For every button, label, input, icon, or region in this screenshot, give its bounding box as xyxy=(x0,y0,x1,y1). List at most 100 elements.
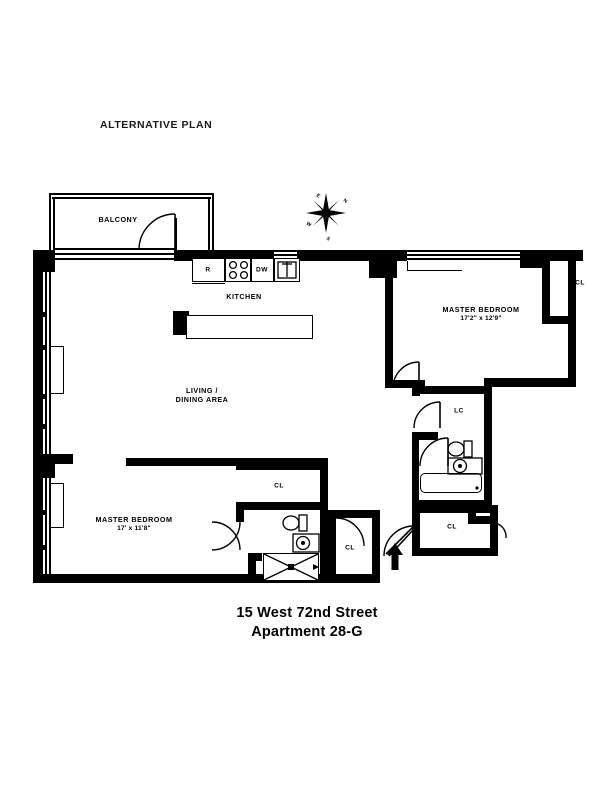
master-bedroom-2-label-text: MASTER BEDROOM xyxy=(95,515,173,524)
wall-cl-entry-bottom xyxy=(328,574,380,583)
refrigerator-label: R xyxy=(205,266,211,274)
window-west-lower-b xyxy=(45,478,47,574)
wall-cl-bedroom1-bottom xyxy=(542,316,576,324)
cl-right-door-icon xyxy=(497,523,507,539)
window-mullion-1 xyxy=(41,312,45,317)
master-bedroom-2-dimensions: 17' x 11'8" xyxy=(117,525,151,532)
wall-bath2-left-upper xyxy=(236,508,244,522)
wall-lc-top xyxy=(412,386,492,394)
master-bedroom-1-label-text: MASTER BEDROOM xyxy=(442,305,520,314)
room-label-master-bedroom-1: MASTER BEDROOM 17'2" x 12'9" xyxy=(443,305,520,323)
window-north-bedroom1-a xyxy=(407,250,520,252)
window-west-lower-c xyxy=(49,478,51,574)
balcony-sill-inner xyxy=(53,253,175,255)
closet-label-cl-entry: CL xyxy=(345,544,355,552)
toilet-icon-bath2 xyxy=(282,514,308,532)
wall-west-upper xyxy=(33,272,41,454)
balcony-door-jamb xyxy=(175,218,177,252)
wall-cl-bedroom2top-right xyxy=(320,458,328,510)
wall-bath2-right xyxy=(320,510,328,582)
window-west-lower-recess-top xyxy=(50,483,64,485)
wall-north-kitchen xyxy=(174,250,274,261)
wall-bedroom1-east xyxy=(568,261,576,387)
wall-cl-bedroom1-left xyxy=(542,258,550,322)
svg-text:N: N xyxy=(342,198,349,205)
closet-label-bedroom1-right: CL xyxy=(575,279,585,287)
wall-south-main xyxy=(33,574,251,583)
dishwasher-icon xyxy=(251,258,274,282)
kitchen-sink-icon xyxy=(274,258,300,282)
entry-door-icon xyxy=(383,525,415,557)
wall-west-mid-pier xyxy=(33,454,55,478)
room-label-master-bedroom-2: MASTER BEDROOM 17' x 11'8" xyxy=(96,515,173,533)
closet-label-bedroom2-hall: CL xyxy=(447,523,457,531)
entry-arrow-icon xyxy=(387,543,403,570)
window-west-upper-c xyxy=(49,272,51,454)
lc-closet-door-icon xyxy=(413,401,441,429)
apartment-number: Apartment 28-G xyxy=(251,624,363,640)
living-label-text: LIVING / xyxy=(186,386,218,395)
window-north-sink xyxy=(274,250,297,252)
room-label-balcony: BALCONY xyxy=(98,215,137,224)
wall-bath1-left xyxy=(412,432,419,508)
kitchen-label-text: KITCHEN xyxy=(226,292,262,301)
bathtub-icon xyxy=(420,473,482,493)
balcony-wall-left-inner xyxy=(53,197,55,252)
cl-entry-door-icon xyxy=(335,517,365,547)
living-partition-block xyxy=(173,311,189,335)
balcony-wall-right xyxy=(212,193,214,250)
bathroom-sink-icon-bath2 xyxy=(292,533,320,553)
svg-text:E: E xyxy=(315,193,322,200)
wall-cl-right-top xyxy=(412,505,498,513)
wall-west-mid-spur xyxy=(55,454,73,464)
title-block: 15 West 72nd Street Apartment 28-G xyxy=(0,604,614,642)
refrigerator-icon xyxy=(192,258,225,282)
wall-bath1-bottom xyxy=(412,500,492,508)
window-north-bedroom1-c xyxy=(407,258,520,260)
room-label-kitchen: KITCHEN xyxy=(226,292,261,301)
wall-cl-entry-left xyxy=(328,510,336,582)
shower-stall-icon xyxy=(263,553,319,581)
wall-cl-right-far xyxy=(490,505,498,555)
wall-lc-right xyxy=(484,386,492,432)
wall-cl-entry-right xyxy=(372,518,380,582)
master-bedroom-1-dimensions: 17'2" x 12'9" xyxy=(460,315,502,322)
window-west-recess-bot xyxy=(50,393,64,395)
window-west-recess-right xyxy=(63,346,65,394)
balcony-sill-outer xyxy=(53,248,175,250)
wall-cl-right-left xyxy=(412,505,420,556)
wall-lc-left-jamb xyxy=(412,386,420,396)
wall-bedroom2-north-a xyxy=(126,458,236,466)
wall-north-bedroom1-far xyxy=(542,250,583,261)
wall-cl-right-right xyxy=(468,505,476,523)
room-label-living-dining: LIVING / DINING AREA xyxy=(176,386,229,404)
wall-cl-right-bottom xyxy=(412,548,498,556)
toilet-icon-bath1 xyxy=(447,440,473,458)
window-west-lower-a xyxy=(41,478,43,574)
compass-rose-icon: N W S E xyxy=(305,193,349,243)
closet-label-bedroom2-top: CL xyxy=(274,482,284,490)
stove-burners-icon xyxy=(225,258,251,282)
balcony-wall-top-inner xyxy=(52,197,211,199)
wall-bedroom1-west xyxy=(385,261,393,387)
wall-cl-entry-top xyxy=(328,510,380,518)
window-west-lower-recess-bot xyxy=(50,527,64,529)
dining-label-text: DINING AREA xyxy=(175,395,229,404)
wall-north-sink-gap xyxy=(297,250,369,261)
dishwasher-label: DW xyxy=(256,266,268,274)
wall-cl-bedroom2top-left xyxy=(236,502,244,510)
balcony-door-icon xyxy=(138,213,176,251)
wall-bedroom1-south-b xyxy=(458,386,492,394)
balcony-wall-right-inner xyxy=(208,197,210,250)
window-west-upper-a xyxy=(41,272,43,454)
window-north-bedroom1-b xyxy=(407,254,520,256)
window-north-bedroom1-reveal2 xyxy=(407,270,462,272)
window-mullion-4 xyxy=(41,424,45,429)
window-north-bedroom1-reveal xyxy=(407,261,409,271)
bathroom-sink-icon-bath1 xyxy=(447,457,483,475)
closet-label-lc-hall: LC xyxy=(454,407,464,415)
balcony-wall-top xyxy=(49,193,214,195)
wall-north-left-pier xyxy=(33,250,55,272)
